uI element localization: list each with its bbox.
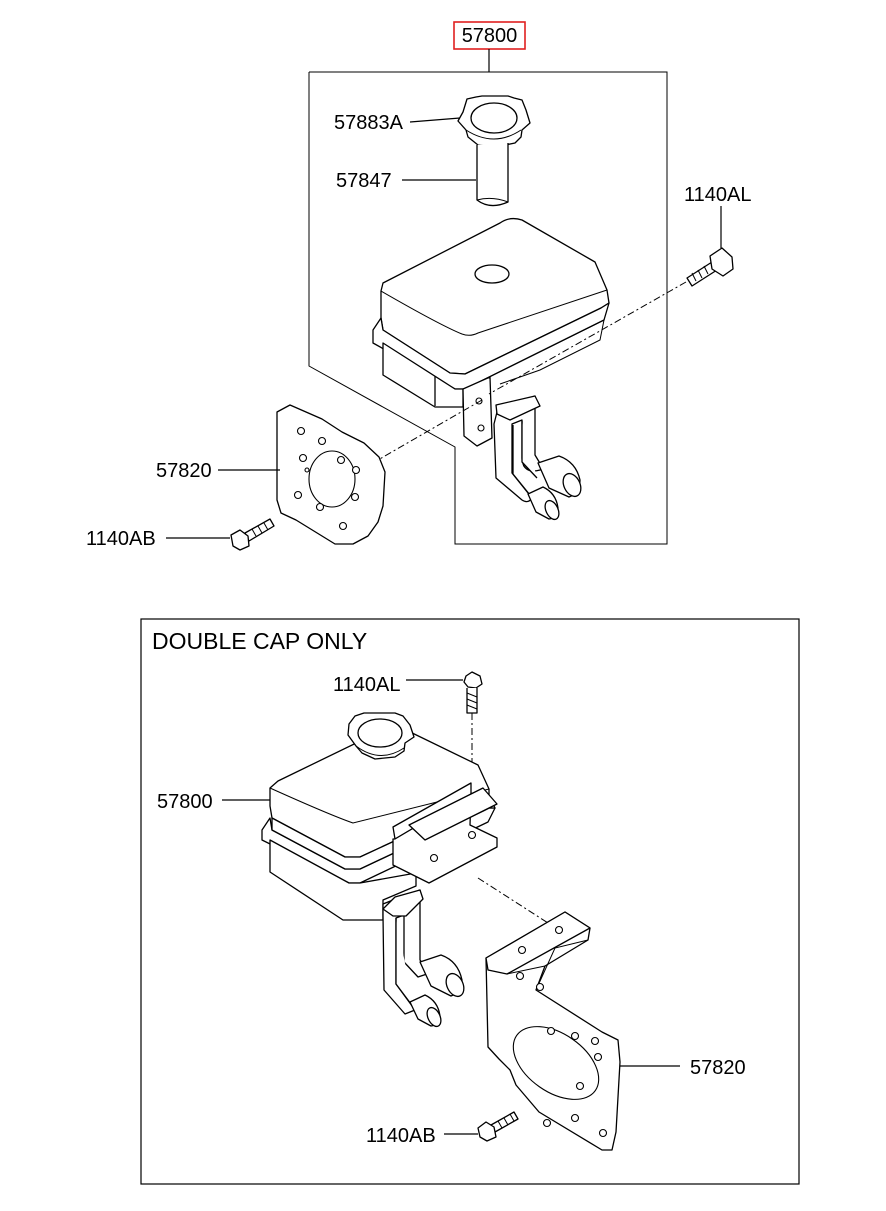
label-bracket[interactable]: 57820 bbox=[156, 460, 212, 482]
double-cap-reservoir-part[interactable] bbox=[261, 712, 498, 1029]
double-cap-box: DOUBLE CAP ONLY bbox=[140, 618, 800, 1185]
double-cap-label-bolt-upper[interactable]: 1140AL bbox=[333, 674, 400, 696]
label-bolt-upper[interactable]: 1140AL bbox=[684, 184, 751, 206]
label-cap[interactable]: 57883A bbox=[334, 112, 404, 134]
bolt-1140al-top-part[interactable] bbox=[686, 247, 734, 287]
double-cap-label-bolt-lower[interactable]: 1140AB bbox=[366, 1125, 436, 1147]
label-bolt-lower[interactable]: 1140AB bbox=[86, 528, 156, 550]
double-cap-bracket-part[interactable] bbox=[485, 911, 621, 1151]
double-cap-title: DOUBLE CAP ONLY bbox=[152, 628, 367, 654]
assembly-number-label[interactable]: 57800 bbox=[462, 25, 518, 47]
double-cap-hose-end-right bbox=[419, 954, 465, 998]
top-assembly: 57800 bbox=[86, 21, 751, 551]
hose-end-left bbox=[527, 486, 560, 521]
bolt-1140ab-bottom-part[interactable] bbox=[477, 1111, 519, 1142]
assembly-outline bbox=[308, 71, 668, 545]
double-cap-label-bracket[interactable]: 57820 bbox=[690, 1057, 746, 1079]
double-cap-hose-end-left bbox=[409, 994, 442, 1028]
label-strainer[interactable]: 57847 bbox=[336, 170, 392, 192]
bolt-1140al-bottom-part[interactable] bbox=[463, 671, 483, 714]
bolt-1140ab-top-part[interactable] bbox=[230, 518, 275, 551]
double-cap-frame bbox=[140, 618, 800, 1185]
hose-end-right bbox=[537, 455, 582, 498]
strainer-part[interactable] bbox=[476, 143, 509, 207]
reservoir-tank-part[interactable] bbox=[372, 217, 610, 522]
bracket-part[interactable] bbox=[276, 404, 386, 545]
double-cap-label-reservoir[interactable]: 57800 bbox=[157, 791, 213, 813]
filler-cap-part[interactable] bbox=[457, 95, 531, 148]
